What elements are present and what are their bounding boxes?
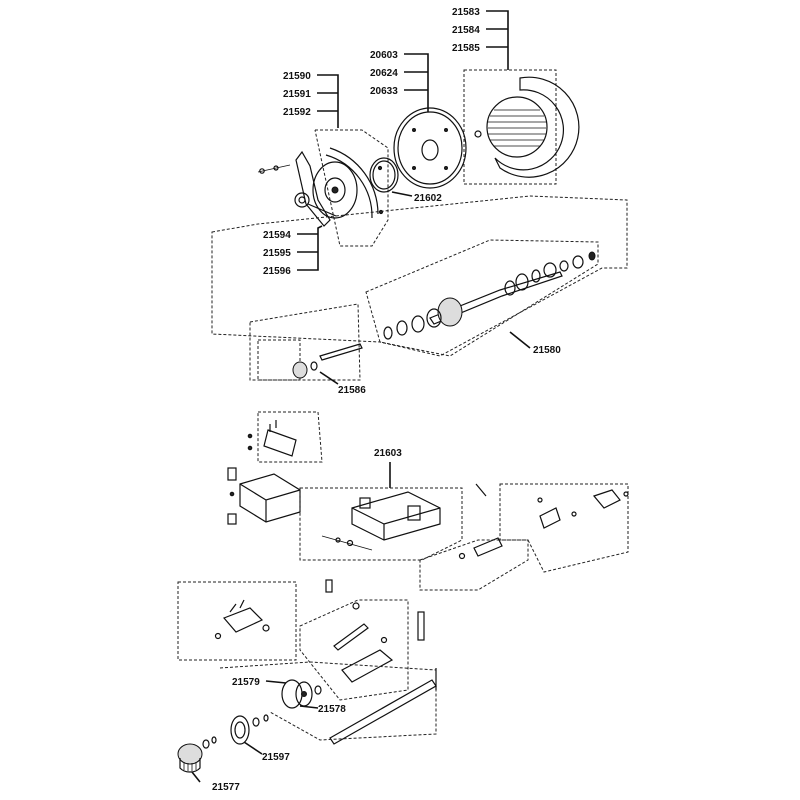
bushing-part: 21586 [249,303,366,396]
cutter-guide-part [177,581,297,661]
carriage-part: 21603 [299,448,487,561]
label-21578: 21578 [318,704,346,715]
label-21583: 21583 [452,7,480,18]
label-21579: 21579 [232,677,260,688]
gear-part: 21597 [230,714,290,763]
label-group-guard: 21590 21591 21592 [283,71,339,128]
label-21584: 21584 [452,25,480,36]
switch-box-part [247,411,323,463]
rod-part [219,661,437,745]
guard-housing-part [312,129,389,247]
label-21597: 21597 [262,752,290,763]
label-20603: 20603 [370,50,398,61]
label-21603: 21603 [374,448,402,459]
label-21590: 21590 [283,71,311,82]
label-21577: 21577 [212,782,240,793]
label-21595: 21595 [263,248,291,259]
blade-disc-part [393,107,467,189]
label-21591: 21591 [283,89,311,100]
lever-arm-part [257,150,337,227]
label-21585: 21585 [452,43,480,54]
motor-bracket-part [227,467,301,525]
hub-part: 21579 21578 [232,677,346,715]
knob-part: 21577 [177,736,240,793]
shaft-assembly-part: 21580 [365,239,599,357]
shaft-assembly-outline [211,195,628,357]
label-21592: 21592 [283,107,311,118]
label-group-arm: 21594 21595 21596 [263,225,323,277]
label-group-disc: 20603 20624 20633 [370,50,429,112]
label-21596: 21596 [263,266,291,277]
chute-part [299,579,425,701]
label-group-cover: 21583 21584 21585 [452,7,509,70]
right-linkage-part [419,483,629,591]
label-20633: 20633 [370,86,398,97]
label-20624: 20624 [370,68,398,79]
label-21594: 21594 [263,230,291,241]
label-21586: 21586 [338,385,366,396]
ring-part: 21602 [369,157,442,204]
label-21580: 21580 [533,345,561,356]
label-21602: 21602 [414,193,442,204]
cover-plate-part [463,69,580,185]
